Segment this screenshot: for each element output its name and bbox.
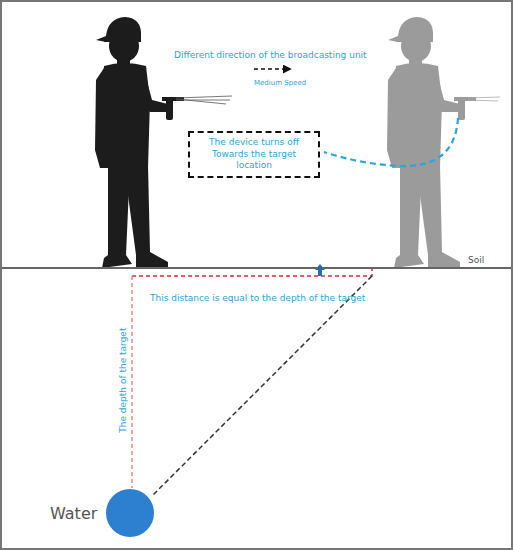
speed-arrow: [254, 68, 290, 70]
callout-box: The device turns off Towards the target …: [188, 131, 320, 178]
turn-curve: [324, 118, 458, 166]
callout-text: The device turns off Towards the target …: [198, 137, 310, 172]
person-right: [387, 17, 476, 268]
soil-label: Soil: [468, 255, 484, 265]
device-rods-left: [176, 96, 232, 104]
distance-label: This distance is equal to the depth of t…: [150, 293, 365, 303]
speed-label: Medium Speed: [254, 79, 306, 87]
depth-label: The depth of the target: [119, 327, 129, 432]
distance-line: [132, 268, 372, 276]
water-circle: [106, 489, 154, 537]
diagonal-line: [152, 276, 372, 496]
device-rods-right: [468, 97, 500, 101]
ground-line: [2, 267, 511, 269]
water-label: Water: [50, 505, 97, 523]
up-arrow: [315, 264, 325, 276]
depth-line: [131, 276, 133, 488]
direction-label: Different direction of the broadcasting …: [174, 50, 367, 60]
person-left: [95, 17, 184, 268]
